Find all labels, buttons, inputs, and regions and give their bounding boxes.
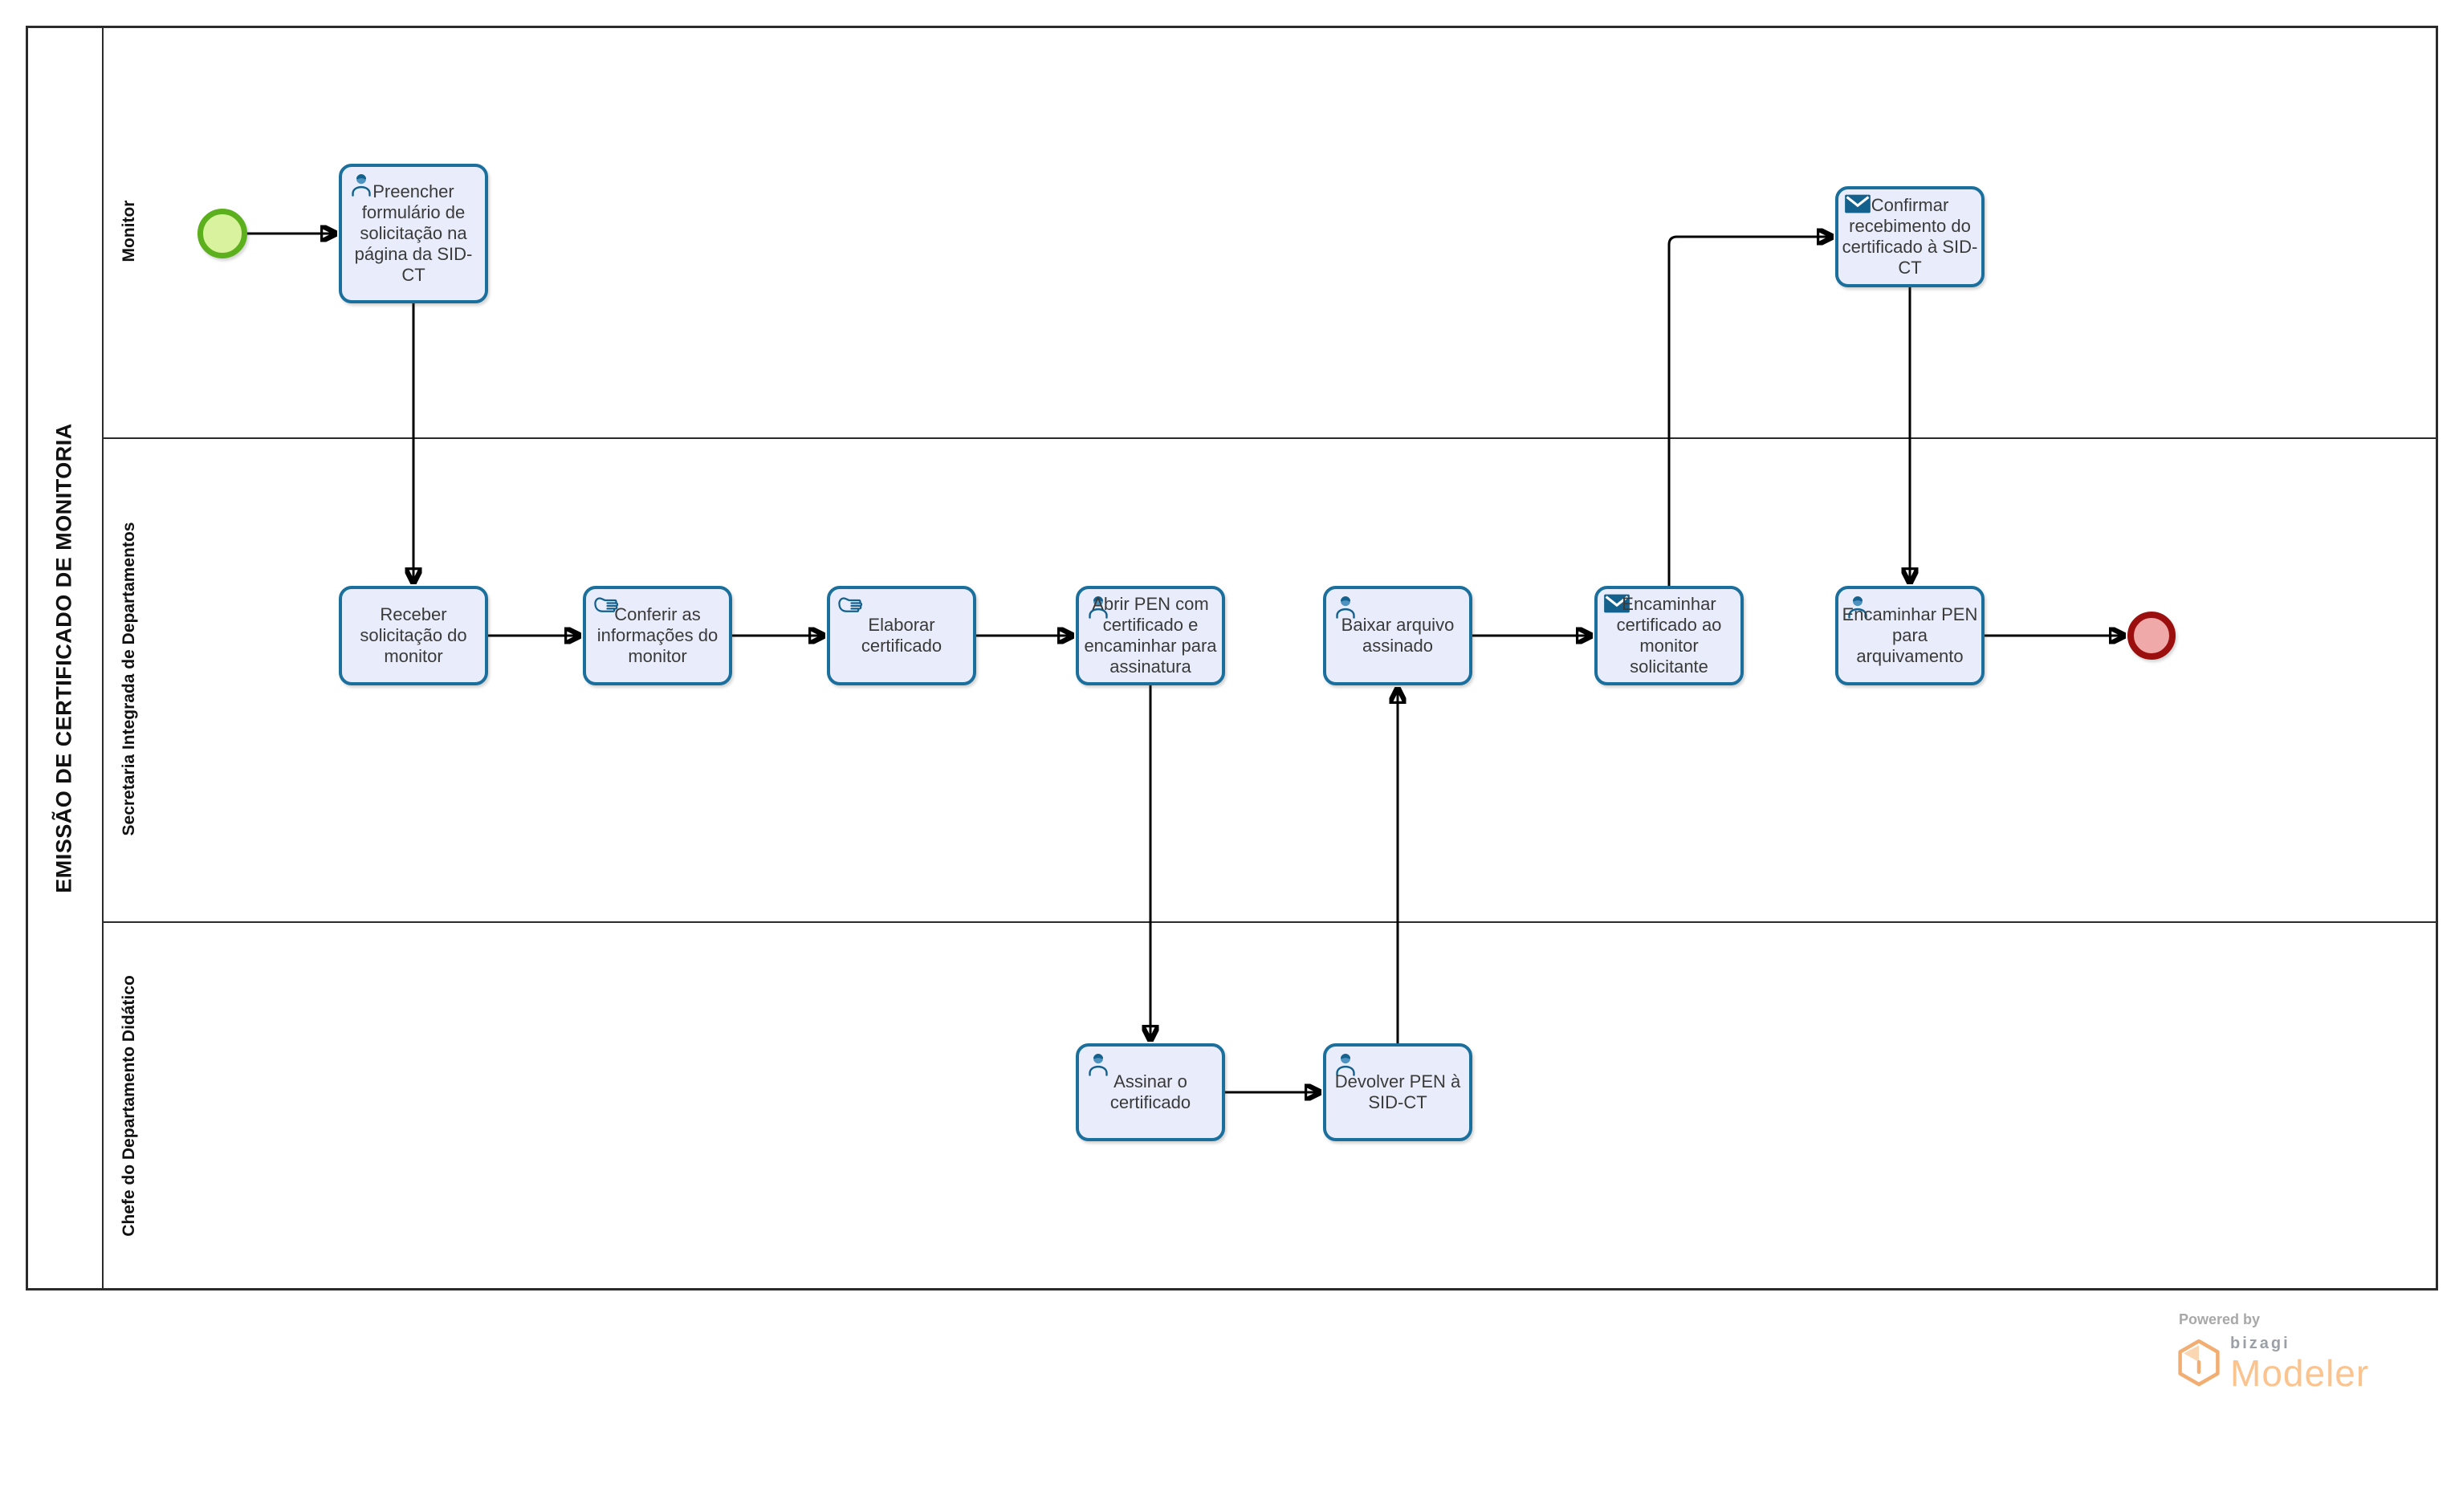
lane-divider-2	[104, 921, 2438, 923]
task-encaminhar-certificado[interactable]: Encaminhar certificado ao monitor solici…	[1594, 586, 1744, 685]
task-label: Abrir PEN com certificado e encaminhar p…	[1084, 594, 1217, 677]
task-label: Encaminhar certificado ao monitor solici…	[1616, 594, 1722, 677]
lane-label-monitor: Monitor	[120, 200, 138, 262]
pool-title: EMISSÃO DE CERTIFICADO DE MONITORIA	[51, 423, 76, 893]
task-assinar-certificado[interactable]: Assinar o certificado	[1076, 1043, 1225, 1141]
bizagi-modeler-logo: Powered by bizagi Modeler	[2177, 1311, 2369, 1392]
modeler-product-text: Modeler	[2230, 1352, 2370, 1394]
task-label: Encaminhar PEN para arquivamento	[1842, 604, 1978, 666]
user-task-icon	[348, 171, 375, 203]
user-task-icon	[1332, 593, 1359, 625]
start-event[interactable]	[197, 209, 247, 258]
task-label: Baixar arquivo assinado	[1341, 615, 1455, 656]
lane-label-chefe: Chefe do Departamento Didático	[120, 975, 138, 1237]
bizagi-brand-text: bizagi	[2230, 1335, 2290, 1352]
task-baixar-arquivo[interactable]: Baixar arquivo assinado	[1323, 586, 1472, 685]
task-label: Devolver PEN à SID-CT	[1334, 1071, 1461, 1112]
manual-task-icon	[592, 593, 621, 622]
end-event[interactable]	[2127, 612, 2176, 660]
task-label: Elaborar certificado	[861, 615, 942, 656]
user-task-icon	[1085, 1051, 1112, 1083]
task-label: Receber solicitação do monitor	[360, 604, 467, 666]
user-task-icon	[1332, 1051, 1359, 1083]
user-task-icon	[1844, 593, 1871, 625]
powered-by-text: Powered by	[2179, 1311, 2261, 1327]
send-message-icon	[1844, 193, 1871, 219]
bizagi-cube-icon	[2177, 1338, 2221, 1392]
task-elaborar-certificado[interactable]: Elaborar certificado	[827, 586, 976, 685]
process-pool	[26, 26, 2438, 1290]
task-receber-solicitacao[interactable]: Receber solicitação do monitor	[339, 586, 488, 685]
task-label: Assinar o certificado	[1109, 1071, 1191, 1112]
task-label: Confirmar recebimento do certificado à S…	[1842, 195, 1978, 278]
lane-divider-1	[104, 437, 2438, 439]
task-label: Preencher formulário de solicitação na p…	[354, 181, 473, 285]
task-confirmar-recebimento[interactable]: Confirmar recebimento do certificado à S…	[1835, 186, 1985, 287]
task-label: Conferir as informações do monitor	[596, 604, 719, 666]
send-message-icon	[1603, 593, 1630, 619]
task-devolver-pen[interactable]: Devolver PEN à SID-CT	[1323, 1043, 1472, 1141]
task-conferir-informacoes[interactable]: Conferir as informações do monitor	[583, 586, 732, 685]
task-abrir-pen[interactable]: Abrir PEN com certificado e encaminhar p…	[1076, 586, 1225, 685]
pool-title-band	[26, 26, 104, 1290]
user-task-icon	[1085, 593, 1112, 625]
lane-label-secretaria: Secretaria Integrada de Departamentos	[120, 522, 138, 836]
manual-task-icon	[836, 593, 865, 622]
task-encaminhar-pen[interactable]: Encaminhar PEN para arquivamento	[1835, 586, 1985, 685]
task-preencher-formulario[interactable]: Preencher formulário de solicitação na p…	[339, 164, 488, 303]
